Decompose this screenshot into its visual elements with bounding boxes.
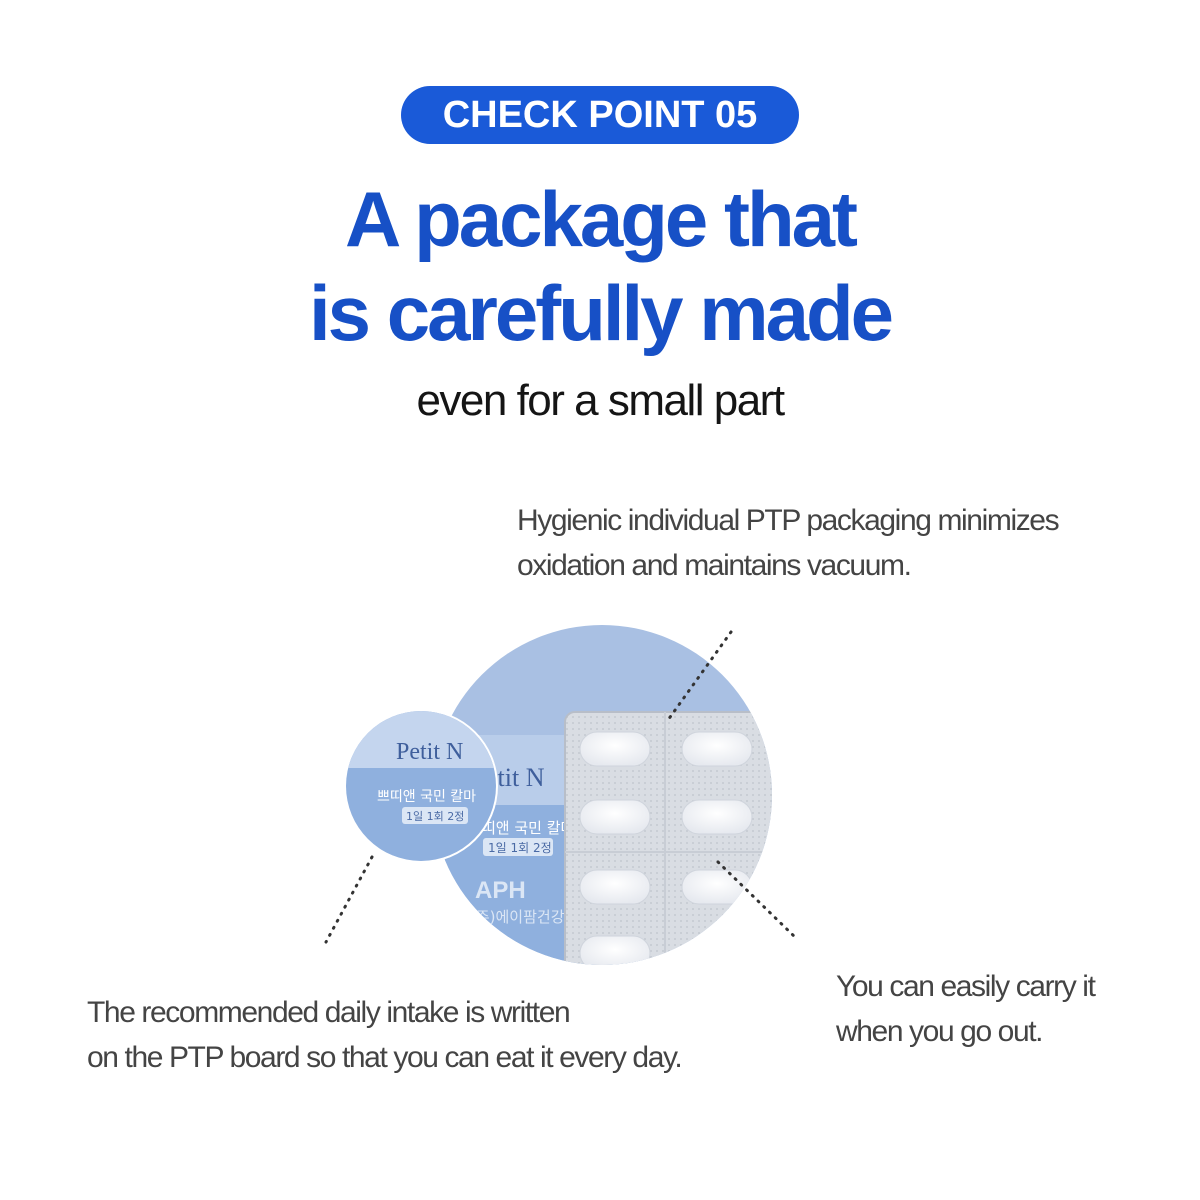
leader-line-left <box>324 855 374 944</box>
caption-line: on the PTP board so that you can eat it … <box>87 1041 683 1074</box>
pill <box>681 869 753 905</box>
caption-easy-carry: You can easily carry it when you go out. <box>836 964 1096 1054</box>
maker-name: (주)에이팜건강 <box>470 908 565 926</box>
pill <box>579 731 651 767</box>
caption-daily-intake: The recommended daily intake is written … <box>87 990 683 1080</box>
check-point-badge: CHECK POINT 05 <box>401 86 799 144</box>
pill <box>681 731 753 767</box>
pill <box>579 935 651 965</box>
caption-line: Hygienic individual PTP packaging minimi… <box>517 504 1060 537</box>
dosage-label: 1일 1회 2정 <box>406 809 464 823</box>
dosage-label-partial: 1일 1회 2정 <box>488 841 552 855</box>
caption-line: when you go out. <box>836 1015 1044 1048</box>
small-zoom-circle: Petit N 쁘띠앤 국민 칼마 1일 1회 2정 <box>344 709 498 863</box>
caption-hygienic-packaging: Hygienic individual PTP packaging minimi… <box>517 498 1060 588</box>
pill <box>681 799 753 835</box>
headline-line-2: is carefully made <box>309 269 894 357</box>
brand-label: Petit N <box>396 739 463 765</box>
product-name-partial: 띠앤 국민 칼마 <box>482 819 575 837</box>
pill <box>579 869 651 905</box>
product-name: 쁘띠앤 국민 칼마 <box>377 789 476 805</box>
headline-line-1: A package that <box>345 175 858 263</box>
caption-line: You can easily carry it <box>836 970 1096 1003</box>
caption-line: oxidation and maintains vacuum. <box>517 549 912 582</box>
pill-group <box>579 731 753 965</box>
leader-line-right <box>716 860 800 942</box>
caption-line: The recommended daily intake is written <box>87 996 571 1029</box>
maker-logo: APH <box>475 877 526 904</box>
leader-line-top <box>666 630 733 722</box>
pill <box>579 799 651 835</box>
subheadline: even for a small part <box>416 376 785 425</box>
